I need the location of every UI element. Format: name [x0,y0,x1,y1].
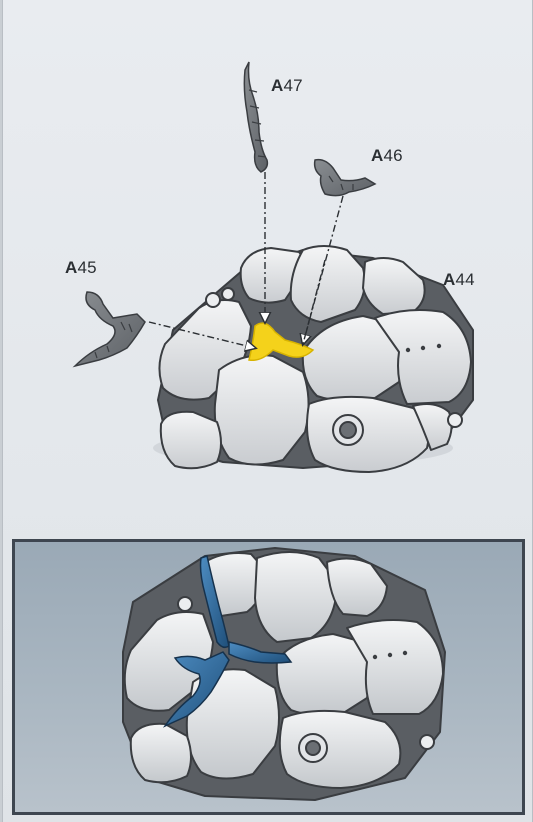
rock-base-a44 [158,246,473,472]
label-part-a45: A45 [65,258,97,278]
branch-part-a46 [315,160,375,196]
branch-part-a45 [75,292,145,366]
rock-base-assembled [123,548,445,800]
assembly-step-exploded: A47 A46 A45 A44 [3,0,532,530]
label-part-a47: A47 [271,76,303,96]
assembled-view-diagram [15,542,522,812]
label-part-a44: A44 [443,270,475,290]
assembly-step-result-panel [12,539,525,815]
label-part-a46: A46 [371,146,403,166]
branch-part-a47 [244,62,267,172]
